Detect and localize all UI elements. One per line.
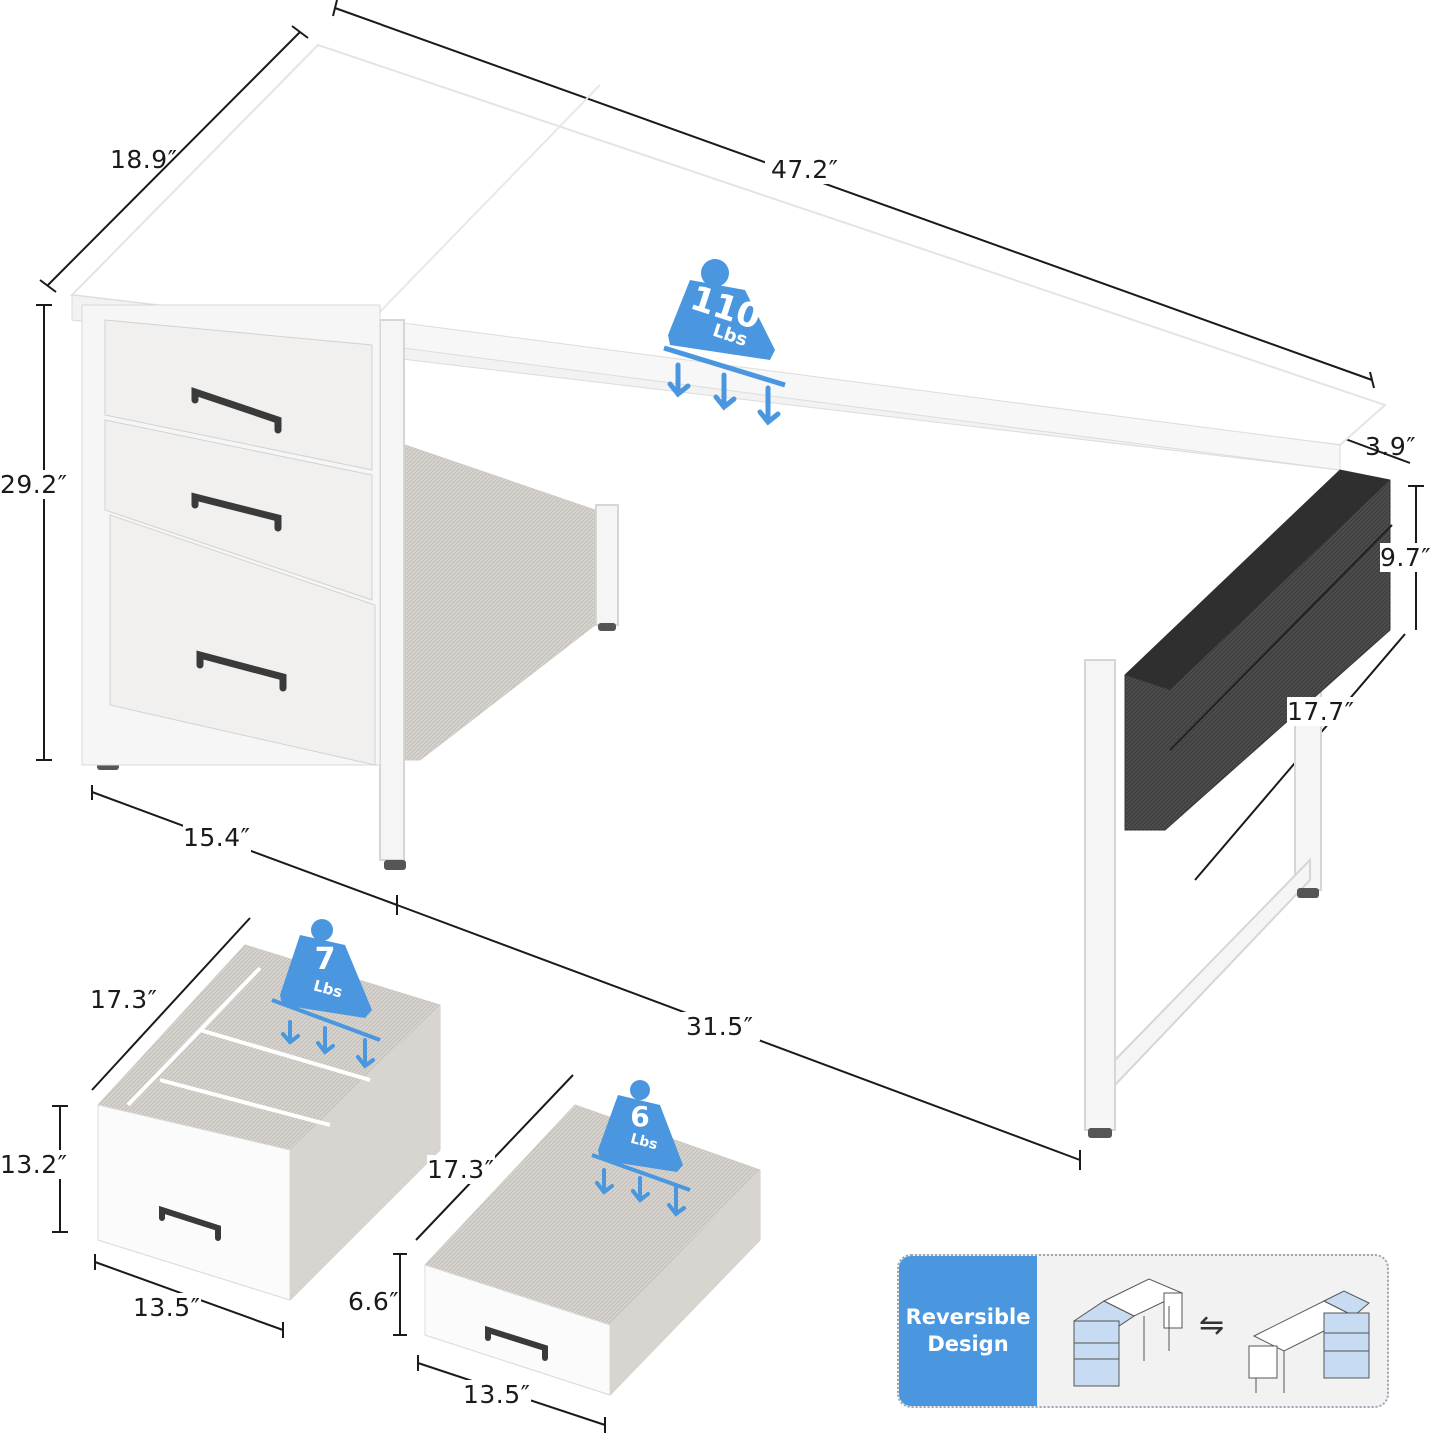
small-drawer — [424, 1104, 761, 1396]
swap-icon: ⇋ — [1199, 1308, 1225, 1343]
weight-icon-small-drawer — [591, 1080, 691, 1217]
dim-desk-height: 29.2″ — [0, 470, 68, 499]
dim-small-drawer-width: 13.5″ — [463, 1380, 531, 1409]
side-storage-bag — [1124, 469, 1393, 831]
desk-right-orientation-icon — [1248, 1290, 1370, 1393]
desk-left-orientation-icon — [1073, 1278, 1184, 1387]
small-drawer-load-value: 6 — [630, 1100, 650, 1133]
drawer-handles — [191, 387, 287, 692]
dim-large-drawer-width: 13.5″ — [133, 1293, 201, 1322]
weight-icon-desktop — [663, 259, 786, 426]
dim-small-drawer-height: 6.6″ — [348, 1287, 400, 1316]
reversible-design-label: Reversible Design — [899, 1256, 1037, 1406]
large-drawer — [97, 944, 441, 1301]
open-shelf — [404, 444, 596, 761]
drawer-cabinet — [81, 304, 381, 766]
dim-cabinet-width: 15.4″ — [183, 823, 251, 852]
dim-desk-depth: 18.9″ — [110, 145, 178, 174]
weight-icon-large-drawer — [271, 919, 381, 1069]
dim-bag-height: 9.7″ — [1380, 543, 1432, 572]
reversible-design-panel: Reversible Design ⇋ — [897, 1254, 1389, 1408]
desk-legs — [379, 319, 1322, 1131]
dim-large-drawer-height: 13.2″ — [0, 1150, 68, 1179]
dim-bag-width: 3.9″ — [1365, 432, 1417, 461]
dim-small-drawer-depth: 17.3″ — [427, 1155, 495, 1184]
dim-large-drawer-depth: 17.3″ — [90, 985, 158, 1014]
dim-bag-length: 17.7″ — [1287, 697, 1355, 726]
dim-desk-length: 47.2″ — [765, 155, 845, 184]
dim-knee-space: 31.5″ — [680, 1012, 760, 1041]
large-drawer-load-value: 7 — [314, 942, 336, 977]
